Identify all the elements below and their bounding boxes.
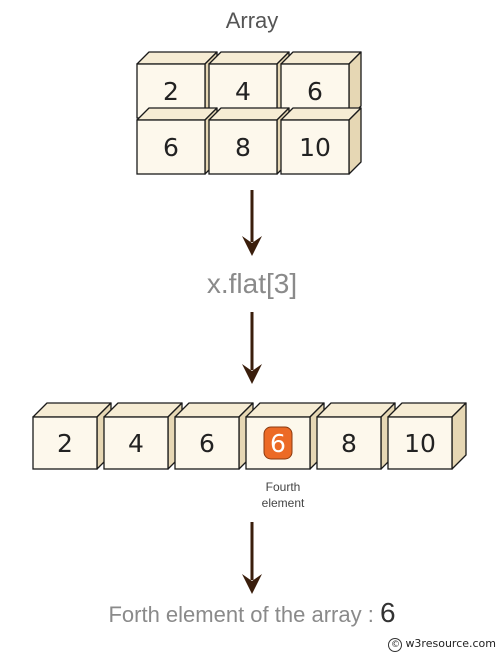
result-label: Forth element of the array : <box>108 602 374 627</box>
cube-value: 8 <box>341 429 357 458</box>
highlight-badge <box>263 426 293 460</box>
down-arrow-3 <box>242 522 262 594</box>
cube-front-face <box>174 416 240 470</box>
cube-value: 10 <box>404 429 436 458</box>
cube-top-face <box>280 51 362 65</box>
cube-value: 6 <box>163 133 179 162</box>
cube-front-face <box>103 416 169 470</box>
cube-flat-2: 6 <box>174 402 254 470</box>
cube-value: 4 <box>235 77 251 106</box>
cube-front-face <box>316 416 382 470</box>
flat-index-expression: x.flat[3] <box>206 268 298 299</box>
fourth-element-note: Fourth element <box>242 479 324 511</box>
note-line: element <box>261 496 305 510</box>
credit: ©w3resource.com <box>388 637 496 652</box>
arrow-head <box>242 364 262 384</box>
down-arrow-2 <box>242 312 262 384</box>
cube-value: 2 <box>163 77 179 106</box>
copyright-icon: © <box>388 638 403 652</box>
cube-value: 4 <box>128 429 144 458</box>
array-title: Array <box>225 8 279 33</box>
arrows <box>242 190 262 594</box>
cube-side-face <box>348 107 362 175</box>
cube-value: 8 <box>235 133 251 162</box>
cube-matrix-1-0: 6 <box>136 107 218 175</box>
cube-matrix-0-2: 6 <box>280 51 362 119</box>
cube-matrix-1-2: 10 <box>280 107 362 175</box>
arrow-head <box>242 574 262 594</box>
cube-flat-0: 2 <box>32 402 112 470</box>
cube-flat-1: 4 <box>103 402 183 470</box>
cube-value: 6 <box>307 77 323 106</box>
cube-top-face <box>208 107 290 121</box>
flattened-cubes: 2 4 6 6 8 10 <box>32 402 467 470</box>
result-line: Forth element of the array : 6 <box>0 597 504 629</box>
cube-value: 10 <box>299 133 331 162</box>
cube-front-face <box>136 119 206 175</box>
cube-front-face <box>32 416 98 470</box>
cube-value: 6 <box>199 429 215 458</box>
cube-flat-4: 8 <box>316 402 396 470</box>
cube-front-face <box>387 416 453 470</box>
cube-value: 2 <box>57 429 73 458</box>
matrix-cubes: 2 4 6 6 8 10 <box>136 51 362 175</box>
cube-front-face <box>208 119 278 175</box>
result-value: 6 <box>379 597 396 628</box>
cube-flat-5: 10 <box>387 402 467 470</box>
cube-top-face <box>136 51 218 65</box>
note-line: Fourth <box>265 480 301 494</box>
cube-matrix-1-1: 8 <box>208 107 290 175</box>
arrow-head <box>242 236 262 256</box>
cube-top-face <box>280 107 362 121</box>
down-arrow-1 <box>242 190 262 256</box>
cube-front-face <box>280 119 350 175</box>
credit-text: w3resource.com <box>405 637 496 650</box>
cube-top-face <box>136 107 218 121</box>
cube-value: 6 <box>270 429 286 458</box>
cube-top-face <box>208 51 290 65</box>
cube-flat-3: 6 <box>245 402 325 470</box>
